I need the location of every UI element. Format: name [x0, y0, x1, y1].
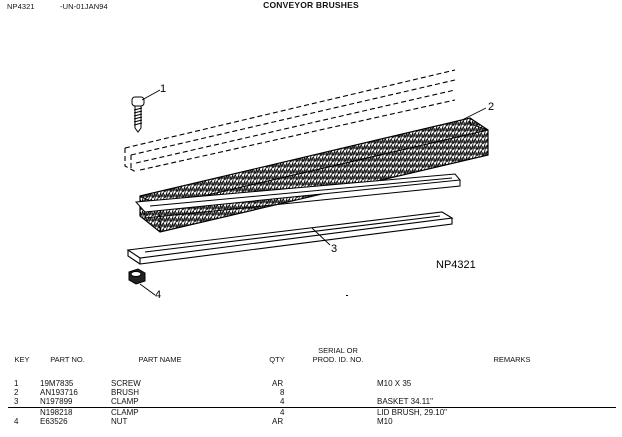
row-remarks: M10 X 35 — [377, 379, 412, 388]
callout-3: 3 — [331, 243, 337, 255]
col-remarks: REMARKS — [493, 355, 531, 364]
col-part-name: PART NAME — [138, 355, 182, 364]
row-remarks: LID BRUSH, 29.10" — [377, 408, 447, 417]
col-part-no: PART NO. — [50, 355, 85, 364]
row-key: 2 — [14, 388, 19, 397]
col-serial-line2: PROD. ID. NO. — [312, 355, 364, 364]
leader-2 — [461, 107, 487, 121]
figure-id-label: NP4321 — [436, 259, 476, 271]
screw-part — [131, 96, 145, 133]
row-part-name: NUT — [111, 417, 128, 426]
callout-1: 1 — [160, 83, 166, 95]
callout-4: 4 — [155, 289, 161, 301]
clamp-part — [126, 211, 454, 265]
row-qty: 4 — [280, 397, 285, 406]
row-qty: AR — [272, 379, 284, 388]
exploded-parts-diagram: 1 2 3 4 NP4321 — [124, 69, 494, 301]
row-part-no: N198218 — [40, 408, 73, 417]
scan-mark — [346, 295, 348, 296]
row-remarks: M10 — [377, 417, 393, 426]
row-qty: 4 — [280, 408, 285, 417]
callout-2: 2 — [488, 101, 494, 113]
row-qty: AR — [272, 417, 284, 426]
basket-outline-phantom — [124, 69, 456, 173]
row-part-name: BRUSH — [111, 388, 140, 397]
col-key: KEY — [14, 355, 30, 364]
row-part-no: E63526 — [40, 417, 68, 426]
row-key: 4 — [14, 417, 19, 426]
row-part-name: CLAMP — [111, 397, 139, 406]
row-part-no: AN193716 — [40, 388, 78, 397]
row-key: 3 — [14, 397, 19, 406]
leader-3 — [311, 227, 331, 246]
row-part-no: N197899 — [40, 397, 73, 406]
col-serial-line1: SERIAL OR — [318, 346, 358, 355]
row-part-no: 19M7835 — [40, 379, 74, 388]
nut-part — [128, 268, 146, 285]
row-divider — [8, 407, 616, 408]
clamp-tray-upper — [134, 173, 461, 219]
leader-1 — [141, 89, 161, 101]
revision-date: -UN-01JAN94 — [60, 2, 108, 11]
page-title: CONVEYOR BRUSHES — [263, 0, 359, 10]
leader-4 — [139, 283, 156, 296]
col-qty: QTY — [269, 355, 285, 364]
row-qty: 8 — [280, 388, 285, 397]
row-part-name: CLAMP — [111, 408, 139, 417]
row-remarks: BASKET 34.11" — [377, 397, 433, 406]
row-key: 1 — [14, 379, 19, 388]
row-part-name: SCREW — [111, 379, 141, 388]
page-code: NP4321 — [7, 2, 35, 11]
